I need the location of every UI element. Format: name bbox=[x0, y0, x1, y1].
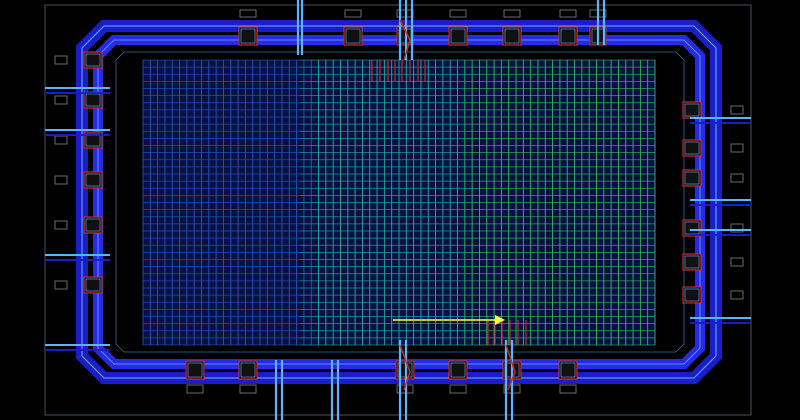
arrow-head bbox=[495, 315, 505, 325]
right-io-cell-core bbox=[684, 171, 700, 185]
right-io-cell-core bbox=[684, 255, 700, 269]
top-io-cell bbox=[558, 26, 578, 46]
bottom-io-cell-core bbox=[560, 362, 576, 378]
bottom-lead-red bbox=[505, 344, 516, 391]
left-io-cell-core bbox=[85, 278, 101, 292]
right-pad bbox=[730, 143, 744, 153]
io-ring-outer-edge bbox=[81, 25, 717, 379]
left-io-cell-core bbox=[85, 218, 101, 232]
measure-arrow bbox=[393, 315, 505, 325]
top-io-cell-core bbox=[345, 28, 361, 44]
left-io-cell bbox=[83, 171, 103, 189]
right-pad bbox=[730, 290, 744, 300]
bottom-io-cell bbox=[185, 360, 205, 380]
right-io-cell bbox=[682, 253, 702, 271]
top-io-cell-core bbox=[450, 28, 466, 44]
left-pad bbox=[54, 55, 68, 65]
right-pad bbox=[730, 223, 744, 233]
bottom-pad bbox=[449, 384, 467, 394]
right-io-cell bbox=[682, 101, 702, 119]
top-pad bbox=[559, 9, 577, 18]
left-io-cell-core bbox=[85, 173, 101, 187]
left-pad bbox=[54, 95, 68, 105]
left-pad bbox=[54, 220, 68, 230]
right-pad bbox=[730, 105, 744, 115]
right-pad bbox=[730, 257, 744, 267]
bottom-pad bbox=[186, 384, 204, 394]
bottom-lead-red bbox=[399, 344, 411, 391]
right-io-cell-core bbox=[684, 288, 700, 302]
die-outline bbox=[44, 4, 752, 416]
left-pad bbox=[54, 280, 68, 290]
io-ring-core-edge bbox=[115, 51, 685, 353]
right-io-cell-core bbox=[684, 141, 700, 155]
top-pad bbox=[344, 9, 362, 18]
top-io-cell bbox=[343, 26, 363, 46]
bottom-io-cell bbox=[238, 360, 258, 380]
top-lead-red bbox=[399, 19, 411, 61]
right-io-cell-core bbox=[684, 103, 700, 117]
top-io-cell-core bbox=[240, 28, 256, 44]
top-io-cell bbox=[238, 26, 258, 46]
right-io-cell bbox=[682, 286, 702, 304]
right-io-cell bbox=[682, 169, 702, 187]
top-io-cell bbox=[448, 26, 468, 46]
left-io-cell bbox=[83, 276, 103, 294]
bottom-io-cell-core bbox=[450, 362, 466, 378]
right-pad bbox=[730, 173, 744, 183]
top-pad bbox=[503, 9, 521, 18]
top-pad bbox=[239, 9, 257, 18]
top-io-cell bbox=[502, 26, 522, 46]
right-io-cell bbox=[682, 139, 702, 157]
bottom-pad bbox=[559, 384, 577, 394]
signal-routes bbox=[45, 0, 751, 420]
top-io-cell-core bbox=[560, 28, 576, 44]
top-io-cell-core bbox=[504, 28, 520, 44]
left-io-cell-core bbox=[85, 53, 101, 67]
bottom-io-cell-core bbox=[240, 362, 256, 378]
io-ring bbox=[76, 20, 722, 384]
bottom-io-cell bbox=[558, 360, 578, 380]
top-pad bbox=[449, 9, 467, 18]
left-io-cell bbox=[83, 91, 103, 109]
io-ring-inner-edge bbox=[97, 39, 701, 365]
right-io-cell bbox=[682, 219, 702, 237]
left-pad bbox=[54, 175, 68, 185]
bottom-pad bbox=[239, 384, 257, 394]
bottom-io-cell bbox=[448, 360, 468, 380]
left-io-cell bbox=[83, 216, 103, 234]
left-io-cell bbox=[83, 51, 103, 69]
left-pad bbox=[54, 135, 68, 145]
bottom-io-cell-core bbox=[187, 362, 203, 378]
core-grid bbox=[142, 59, 656, 346]
